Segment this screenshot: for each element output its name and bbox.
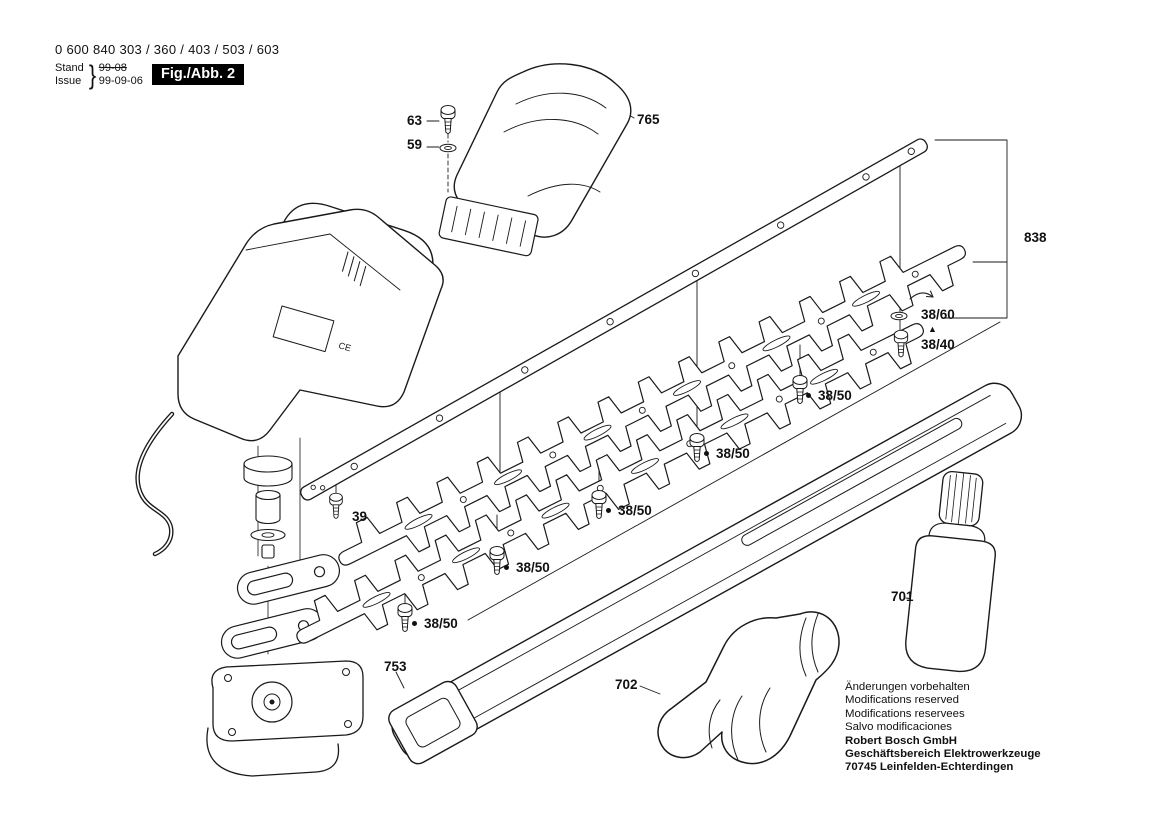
part-label-38-50: 38/50 xyxy=(618,503,652,518)
glove-part xyxy=(657,611,840,765)
notice-line: Änderungen vorbehalten xyxy=(845,681,970,693)
hand-guard-part xyxy=(438,63,632,257)
footer-block: Änderungen vorbehalten Modifications res… xyxy=(845,681,1041,775)
figure-label: Fig./Abb. 2 xyxy=(152,64,245,85)
notice-line: Modifications reservees xyxy=(845,707,965,720)
spindle-parts xyxy=(243,455,293,559)
bullet-marker xyxy=(504,565,509,570)
part-label-701: 701 xyxy=(891,589,914,604)
part-label-63: 63 xyxy=(407,113,423,128)
guard-bracket xyxy=(438,196,539,257)
oil-bottle-part xyxy=(905,470,996,673)
part-label-38-50: 38/50 xyxy=(516,560,550,575)
part-label-765: 765 xyxy=(637,112,660,127)
part-callout: 38/50 xyxy=(806,388,852,403)
bullet-marker xyxy=(806,393,811,398)
motor-housing-part: CE xyxy=(135,202,444,777)
part-label-59: 59 xyxy=(407,137,423,152)
issue-value: 99-09-06 xyxy=(98,75,143,87)
part-label-38-50: 38/50 xyxy=(424,616,458,631)
rotate-arrow-icon xyxy=(909,290,934,300)
blade-eyelet-upper xyxy=(236,554,340,605)
part-label-38-40: 38/40 xyxy=(921,337,955,352)
company-line: Robert Bosch GmbH xyxy=(845,734,958,747)
screw-63-icon xyxy=(440,105,456,134)
connector-lines xyxy=(335,105,1008,695)
washer-59-icon xyxy=(439,143,457,153)
type-number-line: 0 600 840 303 / 360 / 403 / 503 / 603 xyxy=(55,42,280,57)
part-label-38-50: 38/50 xyxy=(818,388,852,403)
bullet-marker xyxy=(606,508,611,513)
part-callout: 38/50 xyxy=(704,446,750,461)
revision-block: Stand Issue } 99-08 99-09-06 xyxy=(55,59,143,90)
screw-39-icon xyxy=(329,492,343,519)
triangle-marker: ▲ xyxy=(928,324,937,334)
part-label-39: 39 xyxy=(352,509,368,524)
part-label-38-50: 38/50 xyxy=(716,446,750,461)
guide-rail-part xyxy=(300,138,928,501)
washer-38-60-icon xyxy=(890,311,908,321)
notice-line: Salvo modificaciones xyxy=(845,721,952,734)
company-line: 70745 Leinfelden-Echterdingen xyxy=(845,761,1014,774)
issue-label: Issue xyxy=(55,75,82,87)
part-callout: 38/50 xyxy=(504,560,550,575)
screw-38-50-icon xyxy=(397,603,413,632)
part-label-838: 838 xyxy=(1024,230,1047,245)
revision-brace: } xyxy=(88,59,96,90)
part-label-702: 702 xyxy=(615,677,638,692)
part-label-753: 753 xyxy=(384,659,407,674)
blade-guard-rail-part xyxy=(388,382,1023,765)
part-callout: 38/50 xyxy=(412,616,458,631)
part-label-38-60: 38/60 xyxy=(921,307,955,322)
company-line: Geschäftsbereich Elektrowerkzeuge xyxy=(845,748,1041,761)
housing-body xyxy=(177,208,444,442)
notice-line: Modifications reserved xyxy=(845,694,959,707)
screw-38-50-icon xyxy=(591,490,607,519)
gear-cover-part xyxy=(206,660,364,777)
bullet-marker xyxy=(704,451,709,456)
ce-mark: CE xyxy=(337,340,352,353)
vent-slots xyxy=(341,251,367,287)
stand-value: 99-08 xyxy=(98,62,127,74)
stand-label: Stand xyxy=(55,62,84,74)
bullet-marker xyxy=(412,621,417,626)
part-callout: 38/50 xyxy=(606,503,652,518)
